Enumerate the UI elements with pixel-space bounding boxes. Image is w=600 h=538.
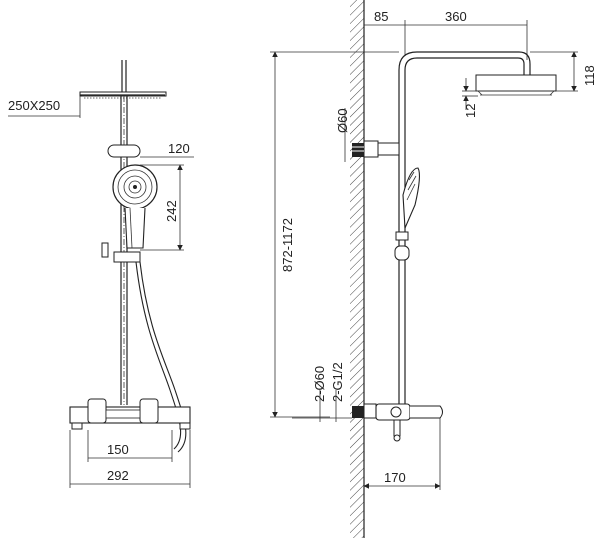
head-size-label: 250X250	[8, 98, 60, 113]
head-drop-label: 118	[582, 65, 597, 86]
valve-depth-dimension: 170	[363, 418, 441, 490]
handshower-offset-label: 120	[168, 141, 190, 156]
valve-depth-label: 170	[384, 470, 406, 485]
front-slider-holder	[101, 242, 141, 263]
front-valve	[69, 398, 191, 430]
inlet-dimensions: 2-Ø60 2-G1/2	[292, 362, 352, 422]
height-range-label: 872-1172	[280, 218, 295, 272]
head-thickness-label: 12	[463, 104, 478, 118]
side-wall-bracket	[352, 140, 400, 158]
wall-hatch	[350, 0, 365, 538]
valve-outer-width-label: 292	[107, 468, 129, 483]
side-valve	[352, 403, 443, 442]
handshower-height-label: 242	[164, 200, 179, 222]
wall-offset-label: 85	[374, 9, 388, 24]
front-view: 250X250 120	[8, 60, 194, 488]
side-view: 85 360 118 12	[270, 0, 597, 538]
head-drop-dimension: 118	[530, 51, 597, 92]
front-rail	[120, 96, 128, 405]
arm-dimensions: 85 360	[364, 9, 528, 60]
head-size-dimension: 250X250	[8, 96, 81, 118]
front-handshower	[112, 164, 158, 249]
front-wall-bracket	[107, 144, 141, 158]
front-hose	[135, 261, 187, 453]
front-shower-head	[79, 60, 167, 99]
valve-inner-width-label: 150	[107, 442, 129, 457]
height-range-dimension: 872-1172	[270, 51, 399, 418]
inlet-thread-label: 2-G1/2	[330, 362, 345, 402]
arm-length-label: 360	[445, 9, 467, 24]
inlet-spacing-label: 2-Ø60	[312, 366, 327, 402]
side-shower-head	[475, 74, 557, 96]
rail-diameter-dimension: Ø60	[335, 108, 350, 162]
valve-width-dimensions: 150 292	[69, 430, 191, 488]
rail-diameter-label: Ø60	[335, 108, 350, 133]
handshower-offset-dimension: 120	[140, 141, 194, 158]
head-thickness-dimension: 12	[462, 78, 478, 118]
side-rail-and-arm	[398, 51, 531, 410]
handshower-height-dimension: 242	[140, 164, 184, 251]
side-handshower	[394, 167, 421, 261]
